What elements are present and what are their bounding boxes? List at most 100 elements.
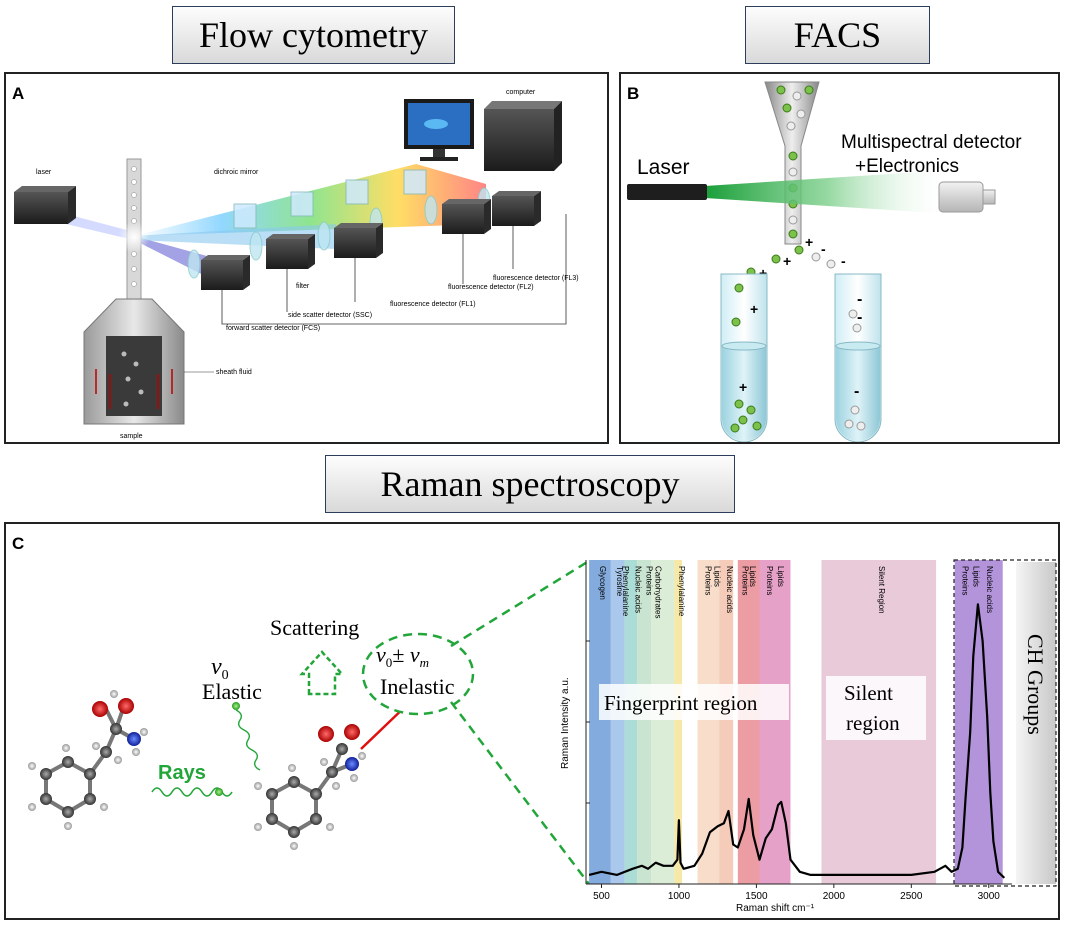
band-label: Lipids	[748, 566, 757, 587]
chart-ylabel: Raman Intensity a.u.	[560, 677, 571, 769]
fl3-label: fluorescence detector (FL3)	[493, 275, 579, 282]
tube-positive	[720, 273, 768, 442]
fingerprint-region-label: Fingerprint region	[604, 691, 758, 715]
minus-sign: -	[821, 241, 826, 257]
fcs-label: forward scatter detector (FCS)	[226, 325, 320, 332]
panel-b-facs: B Laser	[619, 72, 1060, 444]
detector-wiring	[221, 214, 567, 325]
band-label: Proteins	[765, 566, 774, 595]
spectral-band	[737, 560, 760, 884]
band-label: Proteins	[644, 566, 653, 595]
panel-b-label: B	[627, 84, 640, 103]
dichroic-mirror-label: dichroic mirror	[214, 169, 259, 176]
panel-a-flow-cytometry: A laser	[4, 72, 609, 444]
fl1-detector	[334, 223, 383, 258]
x-tick-label: 1500	[745, 891, 768, 902]
x-tick-label: 1000	[668, 891, 691, 902]
detectors	[201, 191, 541, 290]
laser-barrel	[627, 184, 707, 200]
raman-title: Raman spectroscopy	[325, 455, 735, 513]
v0-main-2: ν	[376, 642, 386, 667]
spectrum-line	[588, 603, 1006, 879]
sheath-nozzle	[83, 298, 185, 425]
band-label: Nucleic acids	[634, 566, 643, 613]
band-label: Glycogen	[598, 566, 607, 600]
dichroic-mirrors	[233, 169, 427, 229]
band-label: Phenylalanine	[621, 566, 630, 617]
phenylalanine-molecule-left	[28, 690, 148, 830]
silent-label-bg	[826, 676, 926, 740]
facs-diagram: Laser Multispectral detector +Electronic…	[627, 81, 1022, 442]
green-laser-beam	[705, 170, 951, 214]
fingerprint-label-bg	[599, 684, 789, 720]
ssc-label: side scatter detector (SSC)	[288, 312, 372, 319]
inelastic-label: Inelastic	[380, 674, 455, 699]
elastic-photon	[232, 702, 240, 710]
fcs-detector	[201, 255, 250, 290]
multispectral-detector	[938, 181, 996, 213]
panel-a-label: A	[12, 84, 25, 103]
ch-groups-box	[953, 559, 1057, 887]
v0-subscript-2: 0	[386, 655, 393, 670]
plus-sign: +	[759, 265, 767, 281]
band-label: Tyrosine	[615, 566, 624, 597]
laser-unit	[14, 186, 76, 224]
sheath-fluid-label: sheath fluid	[216, 369, 252, 376]
detector-text-line2: +Electronics	[855, 156, 959, 177]
band-label: Lipids	[971, 566, 980, 587]
interrogation-point	[118, 221, 150, 253]
raman-title-text: Raman spectroscopy	[380, 464, 680, 504]
ch-groups-bar	[1016, 562, 1056, 884]
laser-text: Laser	[637, 156, 690, 179]
silent-region-label-2: region	[846, 711, 900, 735]
zoom-line-bottom	[450, 701, 590, 885]
inelastic-ellipse	[361, 632, 475, 716]
vm-subscript: m	[420, 655, 429, 670]
raman-diagram: Rays ν0 Elastic Scattering ν0± νm Inelas…	[28, 559, 1057, 914]
fl3-detector	[492, 191, 541, 226]
computer-unit	[404, 99, 562, 171]
v0-vm-symbol: ν0± νm	[376, 642, 429, 670]
band-label: Proteins	[960, 566, 969, 595]
spectral-band	[589, 560, 611, 884]
charge-signs: + + + - -	[759, 234, 846, 281]
band-label: Silent Region	[877, 566, 886, 614]
x-tick-label: 500	[593, 891, 610, 902]
ch-groups-label: CH Groups	[1023, 634, 1048, 735]
spectral-band	[651, 560, 675, 884]
tube-plus-sign: +	[750, 301, 758, 317]
spectral-band	[610, 560, 625, 884]
x-tick-label: 3000	[978, 891, 1001, 902]
elastic-wave	[235, 709, 261, 771]
fl1-label: fluorescence detector (FL1)	[390, 301, 476, 308]
laser-label: laser	[36, 169, 52, 176]
x-tick-label: 2000	[823, 891, 846, 902]
band-label: Carbohydrates	[654, 566, 663, 618]
x-tick-label: 2500	[900, 891, 923, 902]
scattering-arrow	[299, 650, 345, 696]
fl2-detector	[442, 199, 491, 234]
spectral-band	[697, 560, 720, 884]
tube-minus-sign: -	[857, 291, 862, 308]
fl2-label: fluorescence detector (FL2)	[448, 284, 534, 291]
minus-sign: -	[841, 253, 846, 269]
rays-label: Rays	[158, 762, 206, 784]
funnel	[764, 81, 820, 245]
plus-sign: +	[805, 234, 813, 250]
band-label: Nucleic acids	[985, 566, 994, 613]
spectral-band	[637, 560, 652, 884]
tube-minus-sign: -	[857, 309, 862, 326]
flow-cytometry-title: Flow cytometry	[172, 6, 455, 64]
spectral-band	[759, 560, 791, 884]
flow-cytometry-title-text: Flow cytometry	[199, 15, 428, 55]
ssc-detector	[266, 234, 315, 269]
computer-label: computer	[506, 89, 536, 96]
band-label: Proteins	[703, 566, 712, 595]
chart-xlabel: Raman shift cm⁻¹	[736, 903, 815, 914]
plus-sign: +	[783, 253, 791, 269]
v0-symbol: ν0	[211, 654, 229, 683]
elastic-label: Elastic	[202, 679, 262, 704]
band-label: Nucleic acids	[725, 566, 734, 613]
pm-vm: ± ν	[392, 642, 420, 667]
scattering-label: Scattering	[270, 615, 359, 640]
